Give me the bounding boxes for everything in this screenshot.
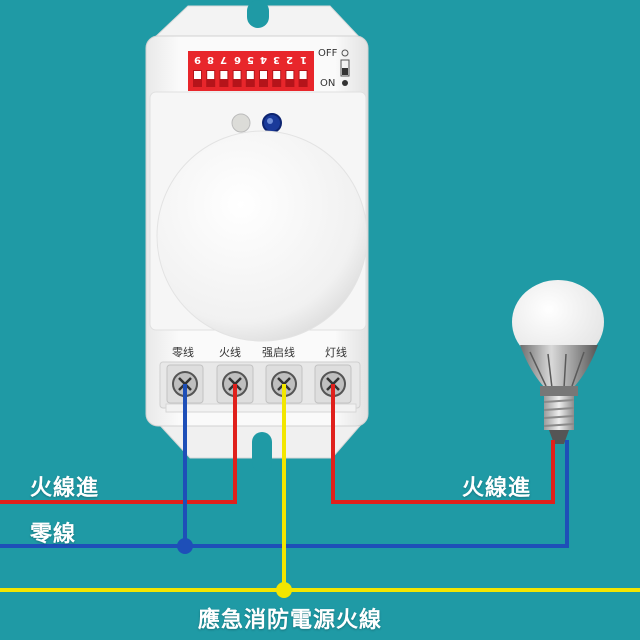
wires [0,384,640,598]
dip-switch-number: 7 [220,54,228,65]
sensor-device [145,0,369,472]
live-wire-left [0,384,237,504]
dip-on-label: ON [320,78,336,89]
label-live-in-left: 火線進 [30,476,100,501]
sensor-dome [156,130,368,342]
light-sensor-led [231,113,251,133]
dip-off-label: OFF [318,48,338,59]
dip-switch-number: 8 [207,54,215,65]
dip-switch-knob[interactable] [286,71,294,79]
dip-switch-number: 2 [286,54,294,65]
dip-switch-number: 1 [299,54,307,65]
dip-switch-number: 3 [273,54,281,65]
dip-switch-knob[interactable] [260,71,267,79]
dip-switch-knob[interactable] [220,71,228,79]
dip-switch-knob[interactable] [246,71,254,79]
dip-switch-knob[interactable] [299,71,307,79]
terminal-label-neutral: 零线 [172,346,194,359]
label-emergency-power: 應急消防電源火線 [198,608,383,633]
light-bulb [512,280,604,444]
dip-switch-number: 4 [260,54,267,65]
terminal-label-lamp: 灯线 [325,346,347,359]
lamp-wire [331,384,555,504]
dip-switch-knob[interactable] [233,71,241,79]
emergency-junction [276,582,292,598]
dip-switch-number: 6 [233,54,241,65]
dip-switch-knob[interactable] [273,71,281,79]
dip-switch-knob[interactable] [194,71,201,79]
neutral-junction [177,538,193,554]
dip-switch-number: 5 [246,54,254,65]
dip-switch-number: 9 [194,54,201,65]
label-neutral: 零線 [30,522,77,547]
terminal-label-force-on: 强启线 [262,346,295,359]
terminal-label-live: 火线 [219,346,241,359]
label-live-in-right: 火線進 [462,476,532,501]
dip-switch-knob[interactable] [207,71,215,79]
